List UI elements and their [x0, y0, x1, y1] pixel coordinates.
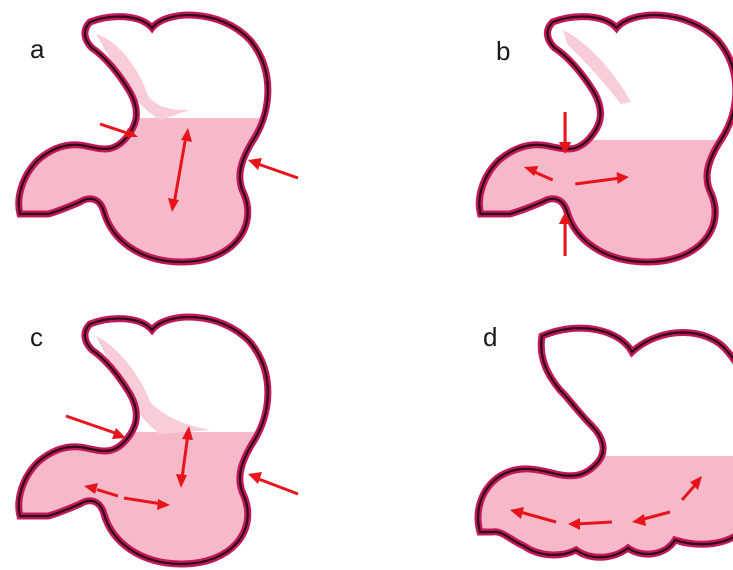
- panel-a: a: [0, 15, 300, 278]
- panel-label-b: b: [496, 36, 510, 66]
- arrow-left-icon: [576, 522, 612, 524]
- panel-b: b: [460, 15, 733, 280]
- panel-label-a: a: [30, 34, 45, 64]
- stomach-c: [0, 317, 300, 570]
- panel-label-d: d: [483, 322, 497, 352]
- panel-c: c: [0, 317, 300, 570]
- stomach-d: [460, 328, 733, 570]
- arrow-icon: [100, 124, 130, 134]
- arrow-icon: [66, 416, 118, 434]
- panel-label-c: c: [30, 322, 43, 352]
- panel-d: d: [460, 322, 733, 570]
- arrow-icon: [258, 164, 298, 178]
- arrow-icon: [256, 478, 298, 494]
- stomach-a: [0, 15, 300, 278]
